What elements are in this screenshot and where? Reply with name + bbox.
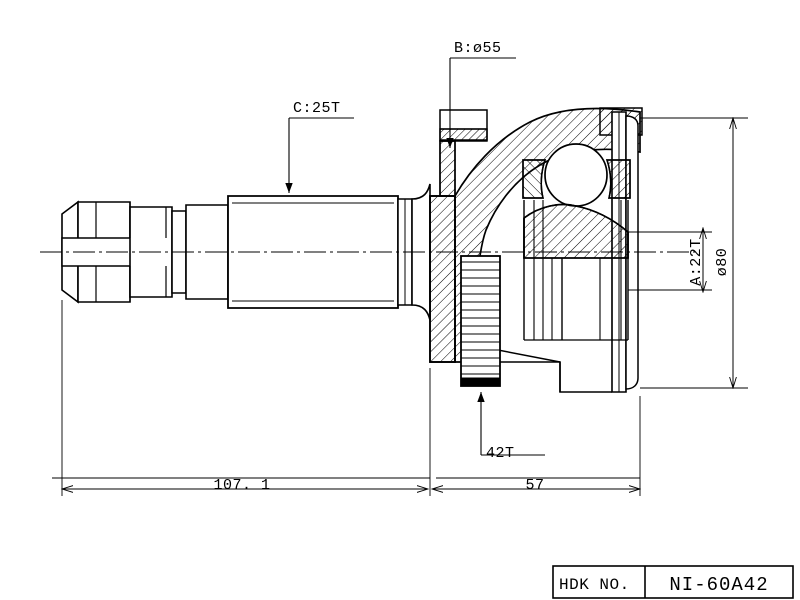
bearing-assembly [522,143,631,341]
title-block-field-label: HDK NO. [559,576,630,594]
title-block-frame [552,565,794,599]
label-spline-a: A:22T [688,238,705,286]
dimension-value-joint-length: 57 [525,477,544,494]
leader-abs-42t [477,392,545,456]
title-block-part-number: NI-60A42 [669,574,768,596]
label-abs-ring: 42T [486,445,515,462]
dimension-value-shaft-length: 107. 1 [213,477,270,494]
annotation-text-layer: C:25T B:ø55 42T A:22T ø80 107. 1 57 HDK … [213,40,768,596]
abs-tone-ring [460,255,501,387]
label-outer-diameter: ø80 [714,248,731,277]
leader-bore-b [446,57,516,148]
label-bore-b: B:ø55 [454,40,502,57]
leader-spline-c [285,117,354,193]
horizontal-extension-lines [61,300,641,496]
label-spline-c: C:25T [293,100,341,117]
